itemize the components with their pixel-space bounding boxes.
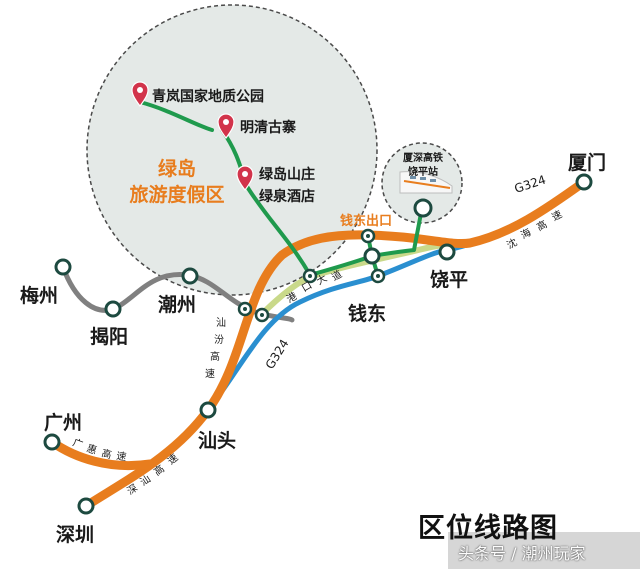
station-label: 厦深高铁 饶平站 [398, 152, 448, 180]
resort-route-a [138, 100, 214, 132]
shanfen-char-4: 速 [205, 368, 215, 380]
city-shantou: 汕头 [198, 430, 237, 452]
guanghui-char-4: 速 [116, 450, 128, 463]
watermark-backdrop [448, 532, 640, 569]
station-line2: 饶平站 [408, 167, 438, 178]
shenhai-char-3: 高 [534, 217, 549, 233]
node-raoping [438, 243, 456, 261]
shenhai-char-1: 沈 [504, 235, 519, 251]
node-chaozhou [181, 267, 199, 285]
expressway-guanghui [47, 437, 155, 471]
node-qiandong [363, 247, 381, 265]
resort-name-line2: 旅游度假区 [129, 184, 225, 206]
node-station [413, 198, 433, 218]
resort-area-name: 绿岛 旅游度假区 [112, 156, 242, 208]
node-meizhou [54, 258, 72, 276]
node-guangzhou [43, 433, 61, 451]
train-icon [399, 171, 453, 194]
gangkou-char-2: 口 [300, 280, 314, 295]
map-title: 区位线路图 [418, 513, 558, 544]
g324-top-label: G324 [513, 173, 548, 196]
city-qiandong: 钱东 [348, 303, 387, 325]
poi-mingqing-village: 明清古寨 [240, 120, 296, 136]
interchange-nodes [237, 228, 386, 323]
shenhai-char-4: 速 [550, 208, 564, 223]
city-meizhou: 梅州 [20, 285, 59, 307]
pin-icon [217, 113, 235, 140]
city-raoping: 饶平 [430, 269, 469, 291]
station-line1: 厦深高铁 [403, 153, 443, 164]
node-shenzhen [77, 497, 95, 515]
poi-lvquan-hotel: 绿泉酒店 [259, 189, 315, 205]
guanghui-char-3: 高 [100, 446, 113, 461]
guanghui-char-1: 广 [71, 437, 85, 452]
city-chaozhou: 潮州 [158, 294, 197, 316]
shanfen-char-3: 高 [210, 350, 220, 363]
resort-name-line1: 绿岛 [157, 158, 196, 180]
expressway-main [81, 177, 589, 511]
node-jieyang [104, 300, 122, 318]
pin-icon [131, 81, 149, 108]
gangkou-road [259, 240, 473, 317]
node-xiamen [575, 173, 593, 191]
city-jieyang: 揭阳 [90, 326, 129, 348]
city-shenzhen: 深圳 [56, 524, 95, 546]
shanfen-char-1: 汕 [216, 317, 226, 329]
pin-icon [236, 165, 254, 192]
qiandong-exit-label: 钱东出口 [340, 214, 393, 229]
g324-left-label: G324 [263, 337, 292, 372]
node-shantou [199, 401, 217, 419]
watermark-text: 头条号 / 潮州玩家 [458, 544, 586, 563]
city-guangzhou: 广州 [44, 412, 83, 434]
poi-lvdao-villa: 绿岛山庄 [259, 167, 315, 183]
city-xiamen: 厦门 [568, 152, 607, 174]
shanfen-char-2: 汾 [214, 334, 224, 346]
guanghui-char-2: 惠 [85, 441, 99, 456]
poi-qinglan-geopark: 青岚国家地质公园 [152, 89, 264, 105]
